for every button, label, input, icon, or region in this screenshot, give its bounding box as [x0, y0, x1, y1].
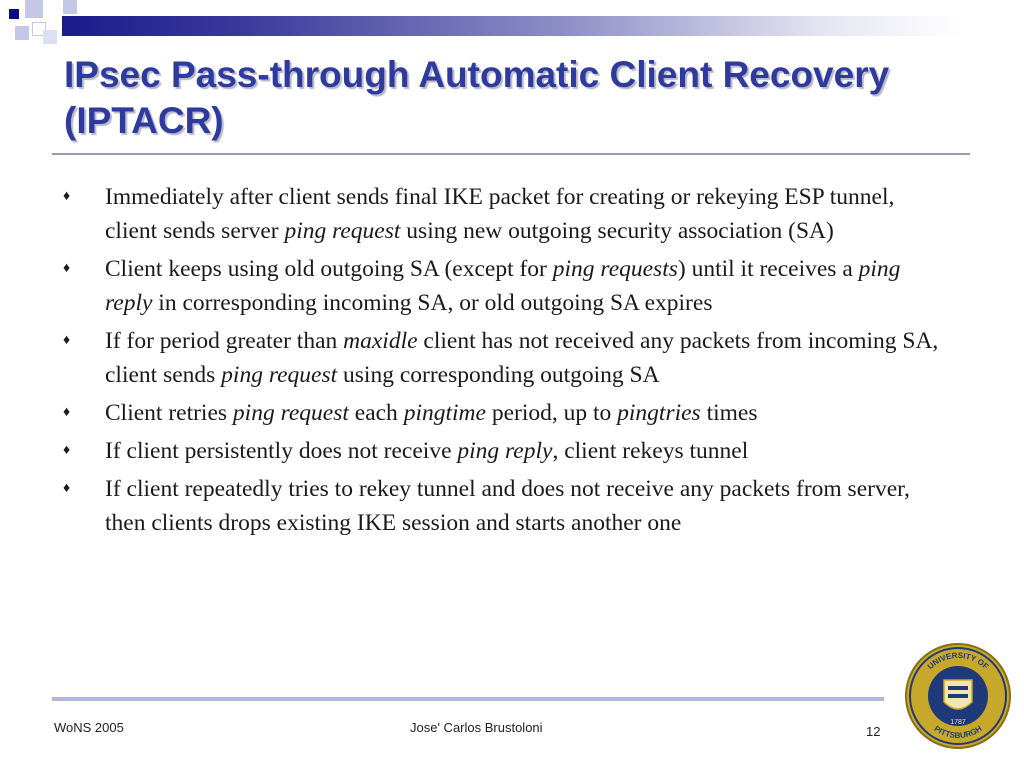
bullet-term: ping request	[284, 218, 401, 244]
corner-square-decoration	[25, 0, 43, 18]
bullet-text: using new outgoing security association …	[400, 218, 834, 244]
bullet-text: Immediately after client sends final IKE…	[105, 184, 895, 244]
seal-shield-band	[948, 686, 968, 690]
footer-divider	[52, 697, 884, 701]
bullet-term: ping request	[232, 400, 349, 426]
bullet-text: in corresponding incoming SA, or old out…	[152, 290, 713, 316]
bullet-text: ) until it receives a	[677, 256, 859, 282]
corner-square-decoration	[43, 30, 57, 44]
bullet-item: ♦ If for period greater than maxidle clie…	[58, 324, 948, 392]
bullet-term: ping reply	[457, 438, 553, 464]
bullet-item: ♦ If client repeatedly tries to rekey tun…	[58, 472, 948, 540]
bullet-term: pingtries	[617, 400, 701, 426]
bullet-term: ping requests	[552, 256, 678, 282]
corner-square-decoration	[32, 22, 46, 36]
seal-shield-band	[948, 694, 968, 698]
bullet-item: ♦ Client keeps using old outgoing SA (exc…	[58, 252, 948, 320]
corner-square-decoration	[15, 26, 29, 40]
bullet-text: If client persistently does not receive	[105, 438, 458, 464]
diamond-bullet-icon: ♦	[63, 405, 71, 420]
page-number: 12	[866, 724, 881, 739]
footer-event: WoNS 2005	[54, 720, 124, 735]
corner-square-decoration	[45, 0, 63, 18]
diamond-bullet-icon: ♦	[63, 189, 71, 204]
seal-year: 1787	[950, 719, 966, 726]
bullet-text: period, up to	[485, 400, 618, 426]
bullet-term: pingtime	[403, 400, 486, 426]
diamond-bullet-icon: ♦	[63, 333, 71, 348]
bullet-text: Client retries	[105, 400, 233, 426]
header-gradient-bar	[62, 16, 962, 36]
bullet-item: ♦ Immediately after client sends final IK…	[58, 180, 948, 248]
bullet-text: times	[700, 400, 758, 426]
diamond-bullet-icon: ♦	[63, 443, 71, 458]
slide-title-line-1: IPsec Pass-through Automatic Client Reco…	[64, 54, 890, 95]
slide-title-line-2: (IPTACR)	[64, 100, 224, 141]
bullet-item: ♦ If client persistently does not receive…	[58, 434, 948, 468]
bullet-text: each	[348, 400, 404, 426]
bullet-term: ping reply	[105, 256, 901, 316]
bullet-term: ping request	[221, 362, 338, 388]
bullet-item: ♦ Client retries ping request each pingti…	[58, 396, 948, 430]
diamond-bullet-icon: ♦	[63, 481, 71, 496]
bullet-text: client has not received any packets from…	[105, 328, 939, 388]
title-divider	[52, 153, 970, 155]
bullet-text: If for period greater than	[105, 328, 344, 354]
seal-ring-border	[909, 647, 1007, 745]
corner-square-decoration	[63, 0, 77, 14]
footer-author: Jose' Carlos Brustoloni	[410, 720, 543, 735]
bullet-text: If client repeatedly tries to rekey tunn…	[105, 476, 910, 536]
slide-title: IPsec Pass-through Automatic Client Reco…	[64, 52, 984, 144]
bullet-text: , client rekeys tunnel	[552, 438, 749, 464]
bullet-text: Client keeps using old outgoing SA (exce…	[105, 256, 553, 282]
bullet-text: using corresponding outgoing SA	[337, 362, 660, 388]
bullet-list: ♦ Immediately after client sends final IK…	[58, 180, 948, 544]
diamond-bullet-icon: ♦	[63, 261, 71, 276]
university-seal-logo: UNIVERSITY OF PITTSBURGH 1787	[905, 643, 1011, 749]
bullet-term: maxidle	[343, 328, 418, 354]
corner-square-decoration	[9, 9, 19, 19]
